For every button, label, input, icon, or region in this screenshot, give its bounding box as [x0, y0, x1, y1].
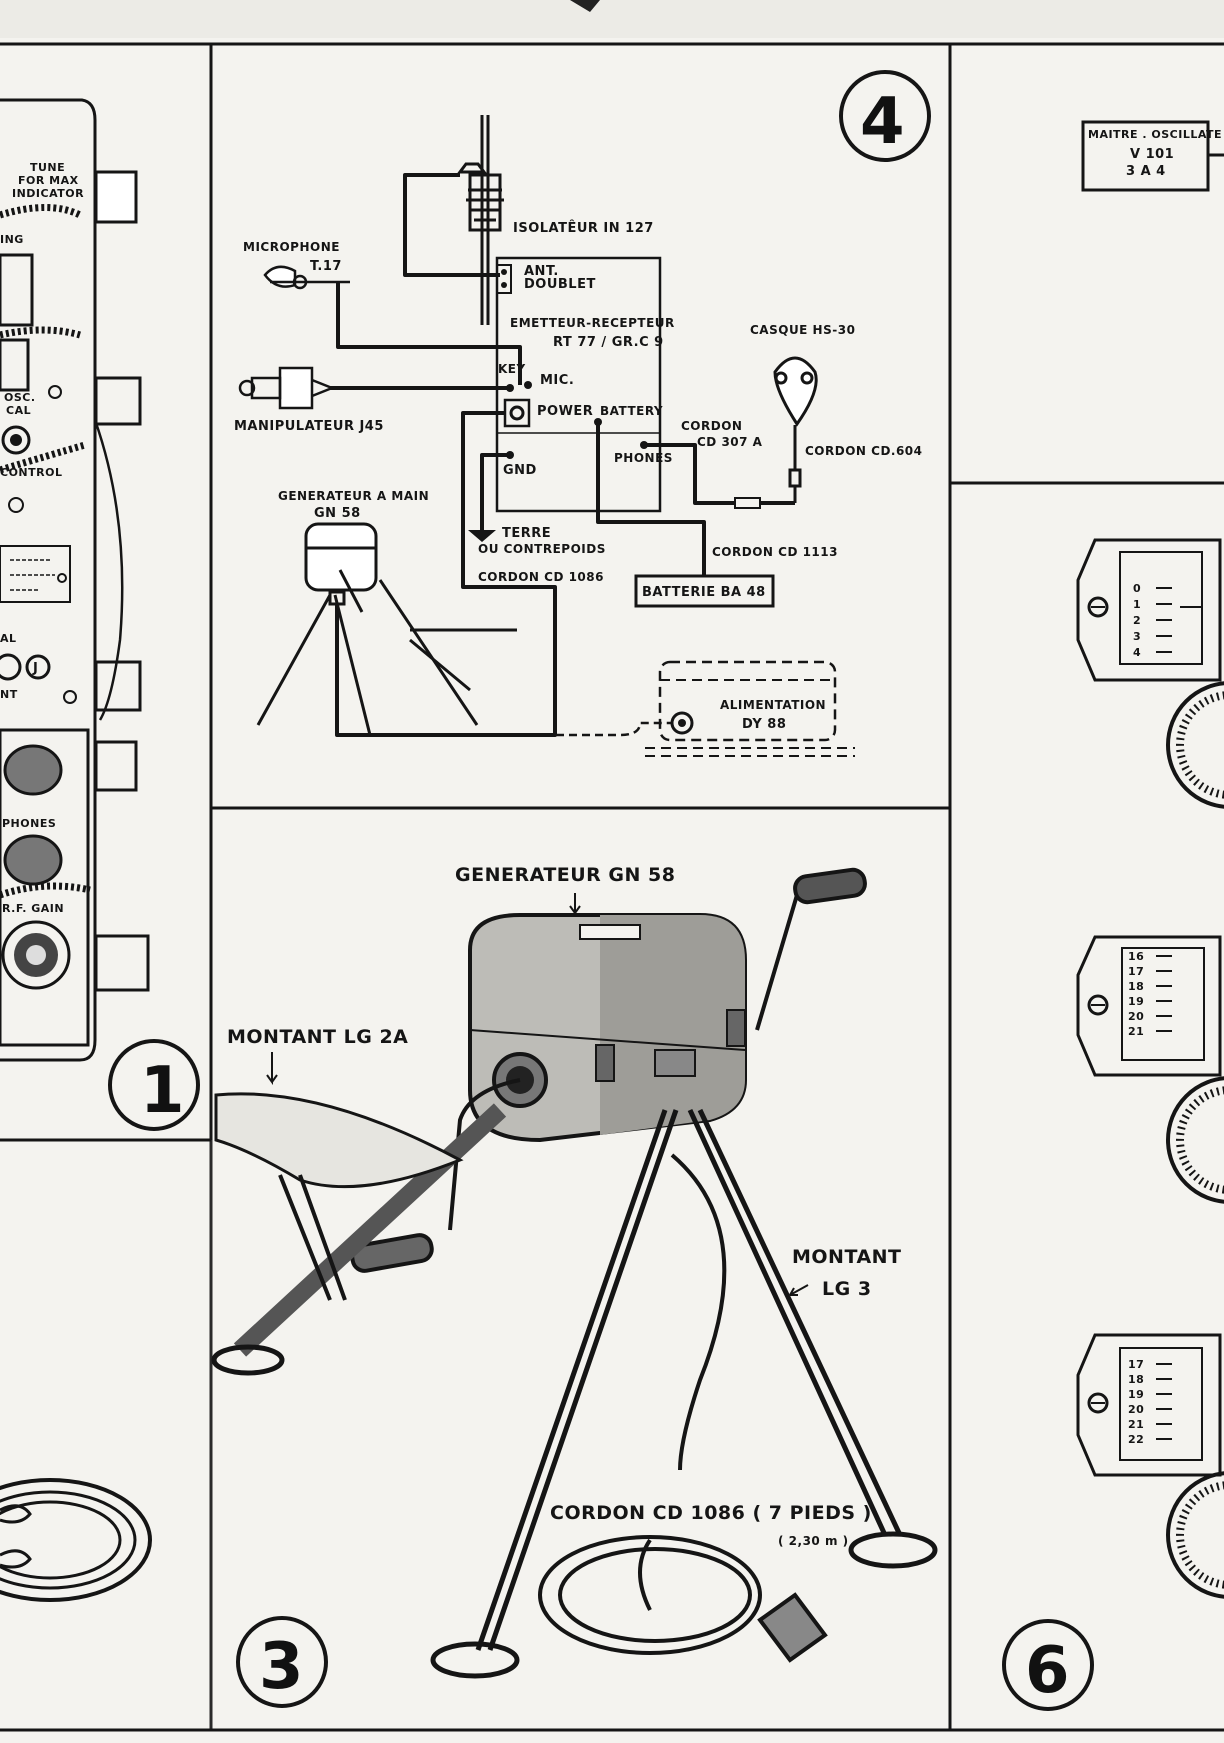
tune-label: TUNE	[30, 161, 65, 174]
al-label: AL	[0, 632, 17, 645]
dial-plate-1: 0 1 2 3 4	[1076, 538, 1222, 682]
antenna-icon	[457, 115, 504, 325]
dial-scale-number: 17	[1128, 965, 1144, 978]
dial-scale-number: 16	[1128, 950, 1144, 963]
mic-label: MIC.	[540, 373, 574, 388]
headset-icon	[773, 356, 818, 503]
dial-plate-3: 17 18 19 20 21 22	[1076, 1333, 1222, 1477]
j-label: J	[32, 661, 38, 676]
cd307a-label: CD 307 A	[697, 435, 763, 449]
cordon-cd307-label: CORDON	[681, 419, 742, 433]
phones-label: PHONES	[2, 817, 56, 830]
generator-gn58-icon	[468, 913, 747, 1143]
panel-4: 4 ISOLATÊUR IN 127 ANT. DOUBLET EMETTEUR…	[234, 70, 931, 757]
phones-label: PHONES	[614, 451, 673, 465]
transceiver-box	[495, 256, 662, 513]
ant-label: ANT.	[524, 264, 559, 279]
cable-cd1086-icon	[538, 1153, 828, 1663]
3a4-label: 3 A 4	[1126, 164, 1166, 179]
t17-label: T.17	[310, 259, 342, 274]
dial-scale-number: 3	[1133, 630, 1141, 643]
microphone-icon	[263, 265, 350, 290]
dial-scale-number: 20	[1128, 1010, 1144, 1023]
tripod-legs	[211, 1103, 938, 1679]
osc-label: OSC.	[4, 391, 36, 404]
dial-scale-number: 1	[1133, 598, 1141, 611]
cal-label: CAL	[6, 404, 31, 417]
doublet-label: DOUBLET	[524, 277, 596, 292]
contrepoids-label: OU CONTREPOIDS	[478, 542, 606, 556]
panel-4-number: 4	[860, 85, 905, 159]
dial-scale-number: 0	[1133, 582, 1141, 595]
ing-label: ING	[0, 233, 24, 246]
hand-generator-icon	[256, 522, 517, 736]
dial-scale-number: 2	[1133, 614, 1141, 627]
rf-gain-label: R.F. GAIN	[2, 902, 64, 915]
microphone-label: MICROPHONE	[243, 240, 340, 254]
tuning-dials	[1166, 681, 1224, 1599]
emetteur-label: EMETTEUR-RECEPTEUR	[510, 316, 675, 330]
gn58-label: GN 58	[314, 506, 361, 521]
panel-6-number: 6	[1025, 1634, 1070, 1708]
control-label: CONTROL	[0, 466, 62, 479]
isolateur-label: ISOLATÊUR IN 127	[513, 220, 654, 236]
manipulator-key-icon	[238, 366, 336, 410]
power-label: POWER	[537, 404, 593, 419]
crank-handle-icon	[350, 867, 867, 1273]
dy88-label: DY 88	[742, 717, 786, 732]
panel-1-number: 1	[140, 1054, 185, 1128]
dial-scale-number: 21	[1128, 1418, 1144, 1431]
batterie-label: BATTERIE BA 48	[642, 585, 766, 600]
generateur-main-label: GENERATEUR A MAIN	[278, 489, 429, 503]
panel-3-number: 3	[259, 1630, 304, 1704]
ant-label: NT	[0, 688, 18, 701]
generateur-label: GENERATEUR GN 58	[455, 864, 675, 886]
terre-label: TERRE	[502, 526, 551, 541]
lg3-label: LG 3	[822, 1278, 872, 1300]
rt77-label: RT 77 / GR.C 9	[553, 335, 664, 350]
power-supply-icon	[556, 660, 855, 757]
cordon-cd1113-label: CORDON CD 1113	[712, 545, 838, 559]
cordon-cd1086-label: CORDON CD 1086	[478, 570, 604, 584]
dial-scale-number: 4	[1133, 646, 1141, 659]
dial-plate-2: 16 17 18 19 20 21	[1076, 935, 1222, 1077]
panel-3: GENERATEUR GN 58	[211, 864, 938, 1708]
battery-label: BATTERY	[600, 404, 663, 418]
v101-label: V 101	[1130, 147, 1174, 162]
casque-label: CASQUE HS-30	[750, 323, 855, 337]
montant-label: MONTANT	[792, 1246, 902, 1268]
length-label: ( 2,30 m )	[778, 1534, 849, 1548]
for-max-label: FOR MAX	[18, 174, 79, 187]
dial-scale-number: 22	[1128, 1433, 1144, 1446]
panel-borders	[0, 42, 1224, 1732]
alimentation-label: ALIMENTATION	[720, 698, 826, 712]
gnd-label: GND	[503, 463, 537, 478]
dial-scale-number: 19	[1128, 1388, 1144, 1401]
dial-scale-number: 18	[1128, 980, 1144, 993]
panel-1-badge	[108, 1039, 200, 1131]
cordon-cd604-label: CORDON CD.604	[805, 444, 923, 458]
battery-box	[634, 574, 775, 608]
indicator-label: INDICATOR	[12, 187, 84, 200]
cordon-label: CORDON CD 1086 ( 7 PIEDS )	[550, 1502, 872, 1524]
dial-scale-number: 17	[1128, 1358, 1144, 1371]
manipulateur-label: MANIPULATEUR J45	[234, 419, 384, 434]
panel-1: TUNE FOR MAX INDICATOR ING OSC. CAL CONT…	[0, 98, 200, 1602]
montant-lg2a-label: MONTANT LG 2A	[227, 1026, 408, 1048]
dial-scale-number: 20	[1128, 1403, 1144, 1416]
maitre-label: MAITRE . OSCILLATE	[1088, 128, 1222, 141]
dial-scale-number: 21	[1128, 1025, 1144, 1038]
seat-lg2a-icon	[214, 1092, 464, 1301]
dial-scale-number: 19	[1128, 995, 1144, 1008]
dial-scale-number: 18	[1128, 1373, 1144, 1386]
